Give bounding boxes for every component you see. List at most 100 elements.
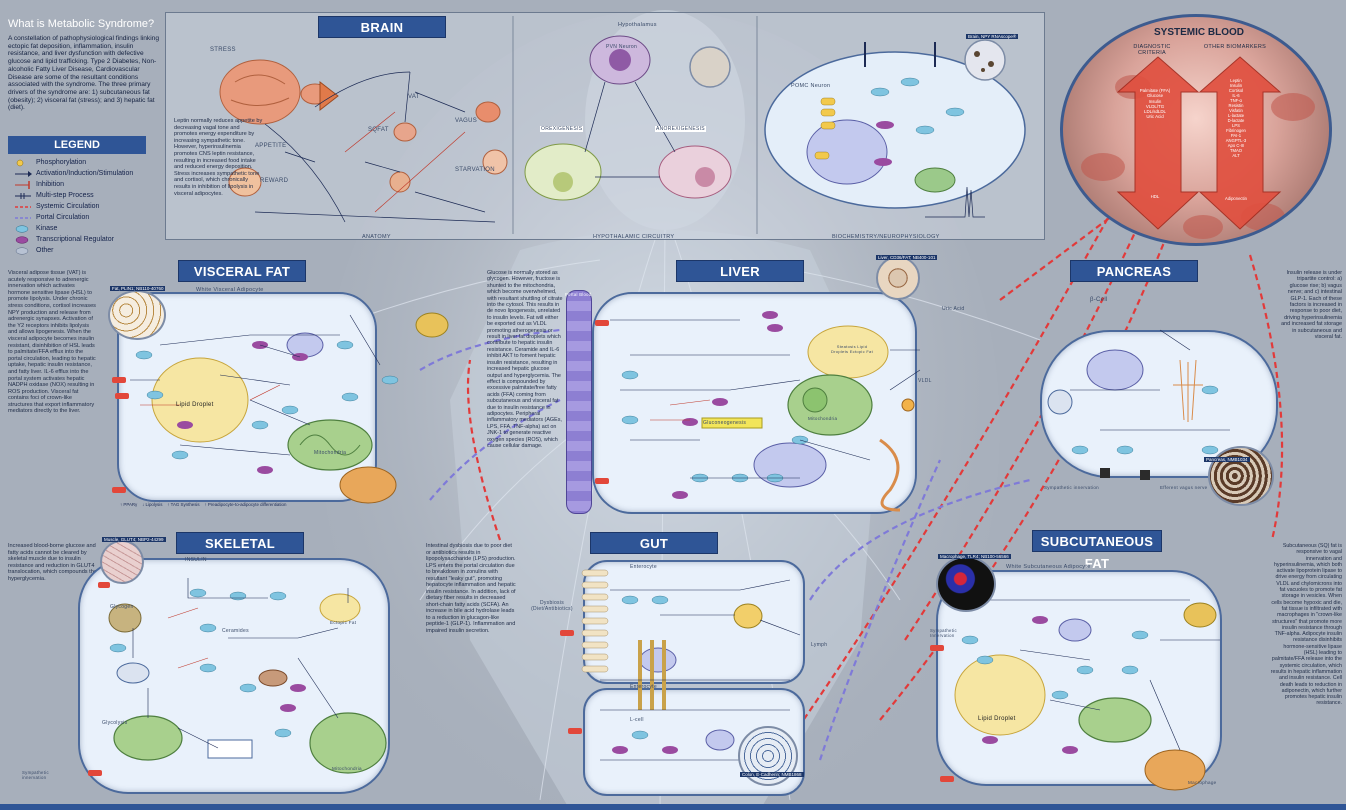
portal-blood-label: Portal Blood: [565, 292, 592, 297]
portal-path-4: [809, 478, 1031, 601]
pancreas-title: PANCREAS: [1070, 260, 1198, 282]
skeletal-ectopic-label: Ectopic Fat: [330, 620, 357, 625]
diag-item: Glucose: [1146, 93, 1164, 99]
gut-diagram: [560, 569, 801, 761]
legend-label: Inhibition: [36, 181, 65, 188]
gut-nucleus: [639, 647, 677, 673]
bio-item: TMAO: [1229, 148, 1243, 153]
label-vat: VAT: [408, 94, 420, 100]
skeletal-insulin-label: INSULIN: [185, 557, 207, 563]
ectopic-fat-droplet: [319, 593, 361, 623]
legend-item-multistep: Multi-step Process: [14, 191, 94, 200]
bio-item: Visfatin: [1229, 108, 1243, 113]
label-pomc-neuron: POMC Neuron: [791, 83, 831, 89]
portal-dashed-icon: [14, 214, 32, 221]
systemic-path-5: [1248, 254, 1284, 541]
systemic-left-header: DIAGNOSTIC CRITERIA: [1133, 44, 1171, 56]
bio-item: IL-6: [1232, 93, 1240, 98]
legend-item-regulator: Transcriptional Regulator: [14, 235, 114, 244]
skeletal-side-text: Increased blood-borne glucose and fatty …: [8, 543, 97, 582]
bottom-bar: [0, 804, 1346, 810]
legend-label: Transcriptional Regulator: [36, 236, 114, 243]
liver-title: LIVER: [676, 260, 804, 282]
visceral-micro-label: Fat, PLIN1; NB110-40760: [110, 286, 166, 291]
skeletal-mitochondria-2: [309, 712, 387, 774]
intro-heading: What is Metabolic Syndrome?: [8, 18, 155, 30]
brain-sub-anatomy: ANATOMY: [362, 234, 391, 240]
inhibition-bar-icon: [14, 180, 32, 189]
pancreas-sympathetic-label: Sympathetic innervation: [1044, 485, 1099, 490]
pancreas-side-text: Insulin release is under tripartite cont…: [1281, 270, 1342, 341]
pancreas-micro-label: Pancreas, NMB1034: [1204, 457, 1250, 462]
bio-item: ALT: [1232, 153, 1240, 158]
liver-label-vldl: VLDL: [918, 378, 932, 384]
liver-label-mito: Mitochondria: [808, 416, 838, 421]
legend-item-activation: Activation/Induction/Stimulation: [14, 169, 133, 178]
sq-macrophage: [1144, 749, 1206, 791]
systemic-dashed-icon: [14, 203, 32, 210]
legend-label: Portal Circulation: [36, 214, 90, 221]
subcutaneous-micrograph: [936, 556, 996, 612]
brain-title: BRAIN: [318, 16, 446, 38]
bio-item: ANGPTL-3: [1225, 138, 1247, 143]
liver-nucleus: [753, 442, 827, 488]
skeletal-ceramides-label: Ceramides: [222, 628, 249, 634]
bio-item: Resistin: [1228, 103, 1244, 108]
visceral-micrograph: [108, 290, 166, 340]
systemic-blood-title: SYSTEMIC BLOOD: [1153, 27, 1244, 38]
gut-dysbiosis-label: Dysbiosis (Diet/Antibiotics): [531, 600, 573, 612]
portal-path-2: [419, 328, 561, 371]
legend-item-inhibition: Inhibition: [14, 180, 64, 189]
sq-macrophage-label: Macrophage: [1188, 780, 1217, 785]
systemic-path-3: [879, 239, 1167, 721]
diag-item: Palmitate (FFA): [1139, 88, 1171, 93]
legend-item-systemic: Systemic Circulation: [14, 202, 99, 211]
label-pvn-neuron: PVN Neuron: [606, 44, 638, 50]
gluconeogenesis-box: [701, 417, 763, 429]
visceral-lipid-droplet: [151, 357, 249, 443]
systemic-path-1: [774, 159, 1141, 761]
legend-item-portal: Portal Circulation: [14, 213, 89, 222]
sq-adipocyte-label: White Subcutaneous Adipocyte: [1006, 564, 1091, 570]
liver-micrograph: [876, 256, 920, 300]
skeletal-glycolysis-label: Glycolysis: [102, 720, 128, 726]
skeletal-diagram: [88, 578, 387, 776]
bio-item: Leptin: [1230, 78, 1242, 83]
label-hypothalamus: Hypothalamus: [618, 22, 657, 28]
sq-mitochondria: [1078, 697, 1152, 743]
liver-diagram: [595, 311, 921, 512]
portal-path-3: [429, 399, 561, 501]
legend-item-kinase: Kinase: [14, 224, 57, 233]
diag-item: Insulin: [1148, 98, 1162, 104]
intro-text: A constellation of pathophysiological fi…: [8, 35, 160, 112]
beta-cell-label: β-Cell: [1090, 297, 1108, 303]
legend-title: LEGEND: [8, 136, 146, 154]
brain-sub-hypothalamic: HYPOTHALAMIC CIRCUITRY: [593, 234, 675, 240]
gut-enterocyte-label: Enterocyte: [630, 564, 657, 570]
visceral-side-text: Visceral adipose tissue (VAT) is acutely…: [8, 270, 96, 415]
visceral-mito-label: Mitochondria: [314, 450, 347, 456]
bio-item: D-lactate: [1227, 118, 1245, 123]
liver-label-uric-acid: Uric Acid: [942, 306, 965, 312]
visceral-footer: ↑ PPARγ ↓ Lipolysis ↑ TAG Synthesis ↑ Pr…: [120, 502, 286, 507]
legend-label: Multi-step Process: [36, 192, 94, 199]
gut-lymph-label: Lymph: [811, 642, 828, 648]
systemic-right-header: OTHER BIOMARKERS: [1203, 44, 1267, 50]
legend-label: Systemic Circulation: [36, 203, 100, 210]
visceral-macrophage: [339, 466, 397, 504]
portal-path-1: [818, 459, 942, 761]
pomc-nucleus: [806, 119, 888, 185]
bio-item: Cortisol: [1228, 88, 1244, 93]
legend-label: Kinase: [36, 225, 58, 232]
label-anorexigenesis: ANOREXIGENESIS: [655, 126, 706, 132]
legend-label: Activation/Induction/Stimulation: [36, 170, 134, 177]
subcutaneous-micro-label: Macrophage, TLR4; NB100-56566: [938, 554, 1011, 559]
systemic-blood-circle: [1060, 14, 1332, 246]
gut-title: GUT: [590, 532, 718, 554]
visceral-diagram: [112, 312, 449, 504]
label-vagus: VAGUS: [455, 118, 478, 124]
skeletal-muscle-title: SKELETAL MUSCLE: [176, 532, 304, 573]
legend-item-other: Other: [14, 246, 54, 255]
diag-item: Uric Acid: [1146, 114, 1164, 120]
brain-micro-label: Brain, NPY RNAscope®: [966, 34, 1019, 39]
